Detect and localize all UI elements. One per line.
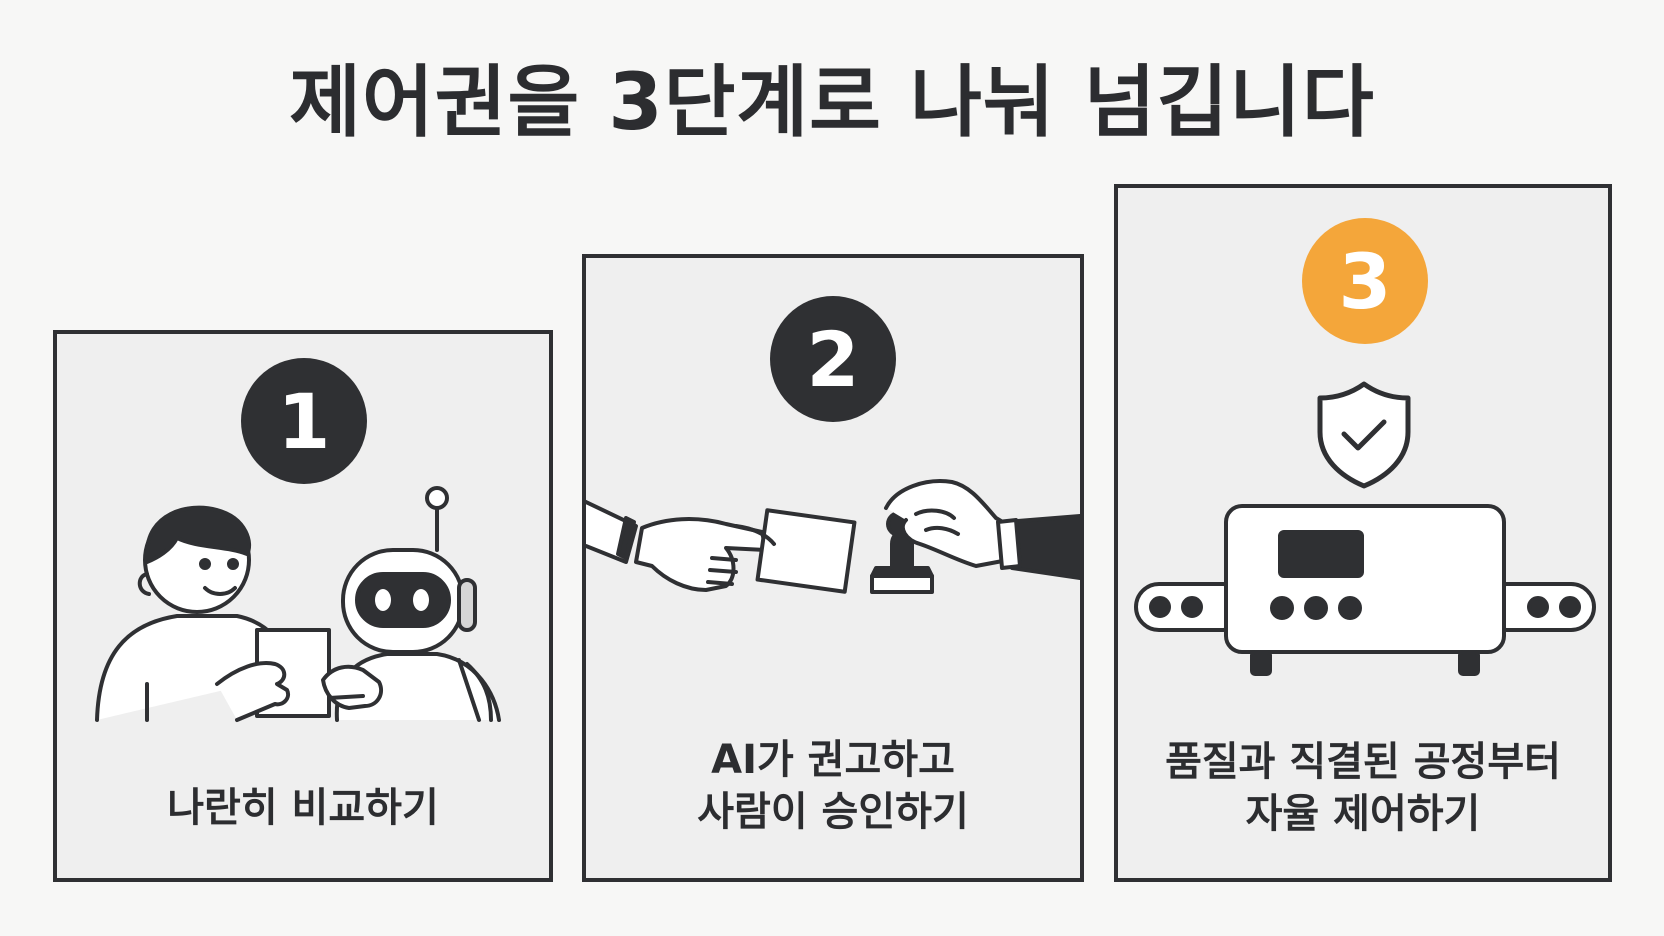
step-2-caption-line-1: AI가 권고하고 (711, 737, 955, 783)
page-title: 제어권을 3단계로 나눠 넘깁니다 (289, 58, 1375, 148)
step-1-panel: 1 (53, 330, 553, 882)
step-1-caption-line: 나란히 비교하기 (167, 785, 439, 831)
step-1-number-badge: 1 (241, 358, 367, 484)
step-1-caption: 나란히 비교하기 (57, 782, 549, 834)
step-2-number-badge: 2 (770, 296, 896, 422)
conveyor-machine-icon (1134, 504, 1596, 676)
person-and-robot-comparing-card-icon (95, 486, 501, 722)
step-3-number-badge: 3 (1302, 218, 1428, 344)
step-3-panel: 3 품질과 직결된 공정부터 자율 제어하기 (1114, 184, 1612, 882)
step-2-panel: 2 AI가 권고하고 사람이 승인하기 (582, 254, 1084, 882)
step-3-caption-line-2: 자율 제어하기 (1245, 791, 1481, 837)
step-2-caption: AI가 권고하고 사람이 승인하기 (586, 734, 1080, 838)
step-2-caption-line-2: 사람이 승인하기 (697, 789, 969, 835)
step-3-caption-line-1: 품질과 직결된 공정부터 (1165, 739, 1561, 785)
step-3-caption: 품질과 직결된 공정부터 자율 제어하기 (1118, 736, 1608, 840)
shield-check-icon (1317, 381, 1411, 489)
robot-hand-card-and-human-stamp-icon (586, 479, 1080, 594)
